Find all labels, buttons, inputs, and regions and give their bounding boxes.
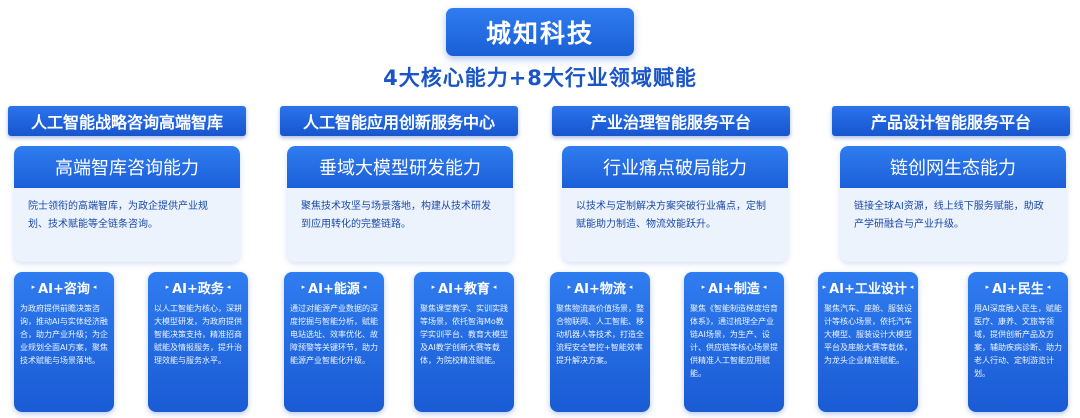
domain-card-description: 为政府提供前瞻决策咨询，推动AI与实体经济融合，助力产业升级；为企业规划全面AI… bbox=[20, 304, 108, 365]
subtitle: 4大核心能力+8大行业领域赋能 bbox=[383, 66, 697, 90]
capability-description: 链接全球AI资源，线上线下服务赋能，助政产学研融合与产业升级。 bbox=[854, 201, 1044, 230]
capability-title: 链创网生态能力 bbox=[840, 146, 1066, 188]
capability-title: 行业痛点破局能力 bbox=[562, 146, 788, 188]
capability-box: 垂域大模型研发能力 聚焦技术攻坚与场景落地，构建从技术研发到应用转化的完整链路。 bbox=[287, 146, 513, 262]
arrow-left-icon: ◂ bbox=[492, 283, 497, 291]
domain-card: ▸AI+制造◂ 聚焦《智能制造梯度培育体系》，通过梳理全产业链AI场景，为生产、… bbox=[684, 272, 784, 412]
capability-description: 院士领衔的高端智库，为政企提供产业规划、技术赋能等全链条咨询。 bbox=[28, 201, 208, 230]
arrow-right-icon: ▸ bbox=[301, 283, 306, 291]
arrow-left-icon: ◂ bbox=[362, 283, 367, 291]
domain-card-title: ▸AI+教育◂ bbox=[431, 281, 497, 297]
domain-card: ▸AI+能源◂ 通过对能源产业数据的深度挖掘与智能分析，赋能电站选址、效率优化、… bbox=[284, 272, 384, 412]
domain-card-title: ▸AI+物流◂ bbox=[567, 281, 633, 297]
capability-title: 垂域大模型研发能力 bbox=[287, 146, 513, 188]
arrow-right-icon: ▸ bbox=[822, 283, 827, 291]
arrow-right-icon: ▸ bbox=[701, 283, 706, 291]
domain-card-description: 聚焦汽车、座舱、服装设计等核心场景，依托汽车大模型、服装设计大模型平台及座舱大赛… bbox=[824, 304, 912, 365]
domain-card-title: ▸AI+制造◂ bbox=[701, 281, 767, 297]
arrow-right-icon: ▸ bbox=[31, 283, 36, 291]
domain-card: ▸AI+政务◂ 以人工智能为核心，深耕大模型研发，为政府提供智能决策支持，精准招… bbox=[148, 272, 248, 412]
domain-card-title: ▸AI+能源◂ bbox=[301, 281, 367, 297]
domain-card-description: 聚焦物流高价值场景，整合物联网、人工智能、移动机器人等技术，打造全流程安全管控+… bbox=[556, 304, 644, 365]
domain-card-description: 通过对能源产业数据的深度挖掘与智能分析，赋能电站选址、效率优化、故障预警等关键环… bbox=[290, 304, 378, 365]
capability-box: 高端智库咨询能力 院士领衔的高端智库，为政企提供产业规划、技术赋能等全链条咨询。 bbox=[14, 146, 240, 262]
domain-card: ▸AI+工业设计◂ 聚焦汽车、座舱、服装设计等核心场景，依托汽车大模型、服装设计… bbox=[818, 272, 918, 412]
arrow-left-icon: ◂ bbox=[762, 283, 767, 291]
domain-card-title: ▸AI+工业设计◂ bbox=[822, 281, 914, 297]
capability-description: 聚焦技术攻坚与场景落地，构建从技术研发到应用转化的完整链路。 bbox=[301, 201, 491, 230]
capability-box: 链创网生态能力 链接全球AI资源，线上线下服务赋能，助政产学研融合与产业升级。 bbox=[840, 146, 1066, 262]
arrow-right-icon: ▸ bbox=[431, 283, 436, 291]
domain-card-description: 用AI深度融入民生，赋能医疗、康养、文旅等领域，提供创新产品及方案，辅助疾病诊断… bbox=[974, 304, 1062, 378]
arrow-right-icon: ▸ bbox=[165, 283, 170, 291]
main-title: 城知科技 bbox=[446, 8, 634, 56]
domain-card-title: ▸AI+政务◂ bbox=[165, 281, 231, 297]
capability-box: 行业痛点破局能力 以技术与定制解决方案突破行业痛点，定制赋能助力制造、物流效能跃… bbox=[562, 146, 788, 262]
arrow-left-icon: ◂ bbox=[226, 283, 231, 291]
domain-card: ▸AI+物流◂ 聚焦物流高价值场景，整合物联网、人工智能、移动机器人等技术，打造… bbox=[550, 272, 650, 412]
domain-card-title: ▸AI+民生◂ bbox=[985, 281, 1051, 297]
domain-card: ▸AI+教育◂ 聚焦课堂教学、实训实践等场景，依托智海Mo教学实训平台、教育大模… bbox=[414, 272, 514, 412]
arrow-left-icon: ◂ bbox=[909, 283, 914, 291]
arrow-left-icon: ◂ bbox=[628, 283, 633, 291]
domain-card-description: 聚焦课堂教学、实训实践等场景，依托智海Mo教学实训平台、教育大模型及AI教学创新… bbox=[420, 304, 508, 365]
domain-card: ▸AI+咨询◂ 为政府提供前瞻决策咨询，推动AI与实体经济融合，助力产业升级；为… bbox=[14, 272, 114, 412]
arrow-left-icon: ◂ bbox=[1046, 283, 1051, 291]
arrow-right-icon: ▸ bbox=[567, 283, 572, 291]
capability-description: 以技术与定制解决方案突破行业痛点，定制赋能助力制造、物流效能跃升。 bbox=[576, 201, 766, 230]
domain-card-description: 以人工智能为核心，深耕大模型研发，为政府提供智能决策支持，精准招商赋能及情报服务… bbox=[154, 304, 242, 365]
column-header: 产业治理智能服务平台 bbox=[552, 106, 790, 136]
capability-title: 高端智库咨询能力 bbox=[14, 146, 240, 188]
column-header: 产品设计智能服务平台 bbox=[832, 106, 1070, 136]
column-header: 人工智能战略咨询高端智库 bbox=[8, 106, 246, 136]
column-header: 人工智能应用创新服务中心 bbox=[280, 106, 518, 136]
domain-card: ▸AI+民生◂ 用AI深度融入民生，赋能医疗、康养、文旅等领域，提供创新产品及方… bbox=[968, 272, 1068, 412]
domain-card-title: ▸AI+咨询◂ bbox=[31, 281, 97, 297]
arrow-right-icon: ▸ bbox=[985, 283, 990, 291]
arrow-left-icon: ◂ bbox=[92, 283, 97, 291]
domain-card-description: 聚焦《智能制造梯度培育体系》，通过梳理全产业链AI场景，为生产、设计、供应链等核… bbox=[690, 304, 778, 378]
